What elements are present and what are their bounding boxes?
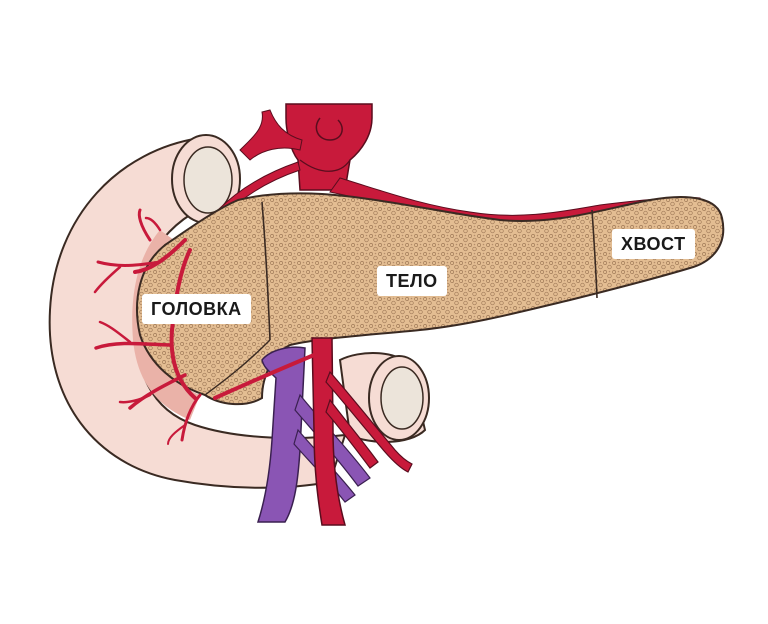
pancreaticoduodenal-arteries (93, 208, 202, 445)
pancreas (136, 192, 725, 406)
label-body: ТЕЛО (377, 266, 447, 296)
jejunum-cut (338, 352, 430, 443)
label-tail: ХВОСТ (612, 229, 695, 259)
inferior-pancreaticoduodenal-artery (213, 353, 316, 400)
mesenteric-artery (311, 337, 413, 526)
label-head: ГОЛОВКА (142, 294, 251, 324)
hepatic-artery (239, 109, 303, 161)
